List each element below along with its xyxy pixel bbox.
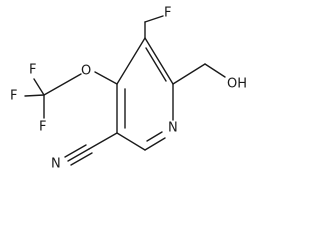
bond-ring-c3-c4 [116, 37, 146, 85]
bond-ring-c3-c2 [144, 37, 174, 85]
atom-label-hydroxyl: OH [227, 77, 247, 92]
molecule-structure: F OH O F F F N N [10, 6, 247, 172]
atom-label-cf3-f-top: F [29, 63, 36, 78]
bond-c4-o [94, 71, 118, 85]
atom-label-fluoromethyl-f: F [164, 6, 171, 21]
atom-label-ring-n: N [168, 121, 178, 136]
bond-c2-ch2 [172, 63, 206, 85]
atom-label-cf3-f-bottom: F [39, 120, 46, 135]
bond-ch2-oh [204, 63, 226, 78]
bond-ring-c3-c2-inner [145, 47, 167, 82]
bond-cn-triple-1 [67, 148, 90, 162]
bond-ring-c5-c6 [116, 132, 146, 151]
bond-cf3-f-left [24, 94, 45, 97]
atom-label-ether-o: O [81, 64, 91, 79]
bond-ch2-f [144, 15, 164, 23]
bond-ring-c6-n [144, 137, 166, 151]
bond-cn-triple-2 [64, 144, 87, 158]
bond-cn-triple-3 [70, 152, 93, 166]
atom-labels: F OH O F F F N N [10, 6, 247, 172]
bond-cf3-f-top [33, 78, 45, 96]
atom-label-cf3-f-left: F [10, 89, 17, 104]
atom-label-nitrile-n: N [51, 157, 61, 172]
bond-c5-cn [88, 132, 118, 150]
bond-ring-c6-n-inner [146, 131, 163, 142]
bonds [24, 15, 226, 166]
bond-o-cf3 [43, 73, 82, 96]
